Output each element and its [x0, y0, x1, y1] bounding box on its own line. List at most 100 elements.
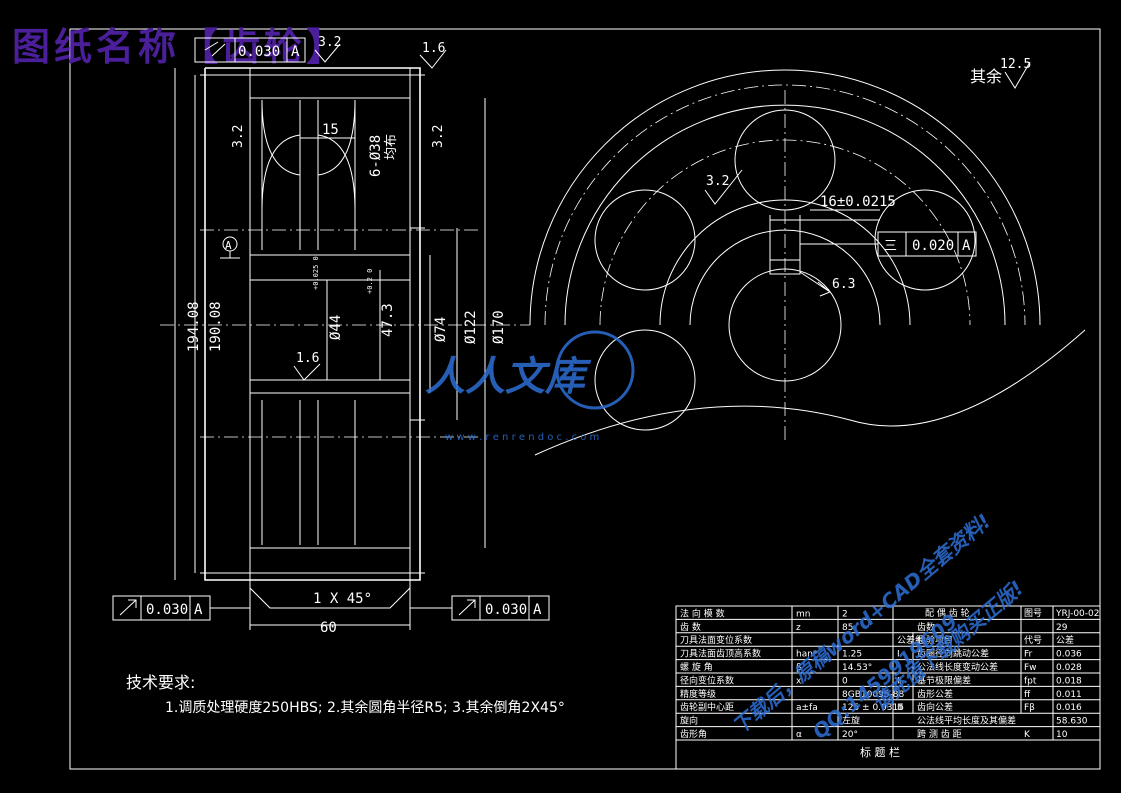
key-tol-symbol: 三 — [884, 239, 897, 254]
rough-top-2: 1.6 — [422, 41, 445, 56]
param-left-value: 0 — [842, 676, 848, 686]
key-rough: 6.3 — [832, 277, 855, 292]
param-right-code: Fr — [1024, 650, 1033, 660]
param-right-item: 齿形公差 — [917, 688, 953, 700]
hole-left — [594, 189, 696, 291]
break-line — [534, 329, 1086, 456]
param-right-code: 代号 — [1024, 635, 1042, 646]
param-right-code: Fβ — [1024, 703, 1035, 713]
tech-requirements: 技术要求: 1.调质处理硬度250HBS; 2.其余圆角半径R5; 3.其余倒角… — [126, 673, 565, 716]
param-right-code: Fw — [1024, 663, 1037, 673]
param-right-value: 0.036 — [1056, 650, 1082, 660]
rough-hole: 3.2 — [706, 174, 729, 189]
param-right-item: 公法线平均长度及其偏差 — [917, 715, 1016, 727]
side-view: 16±0.0215 三 0.020 A 3.2 6.3 其余 12.5 — [529, 57, 1086, 456]
tol-right-datum: A — [533, 602, 542, 618]
param-right-value: 0.018 — [1056, 676, 1082, 686]
param-left-value: 20° — [842, 730, 858, 740]
dim-holes: 6-Ø38 — [368, 135, 384, 177]
param-right-value: 58.630 — [1056, 717, 1088, 727]
front-section-view — [160, 67, 530, 630]
param-left-value: 14.53° — [842, 663, 872, 673]
dim-122: Ø122 — [463, 310, 479, 344]
param-right-item: 公法线长度变动公差 — [917, 661, 998, 673]
dim-holes-note: 均布 — [384, 134, 399, 160]
param-left-symbol: han* — [796, 650, 818, 660]
drawing-border — [69, 28, 1101, 770]
param-right-group: Ⅲ — [897, 703, 903, 713]
param-left-symbol: z — [796, 623, 801, 633]
param-right-item: 基节极限偏差 — [917, 674, 971, 686]
param-right-code: ff — [1024, 690, 1031, 700]
param-left-symbol: a±fa — [796, 703, 818, 713]
dim-190: 190.08 — [208, 301, 224, 352]
dim-chamfer: 1 X 45° — [313, 591, 372, 607]
param-right-group: Ⅱ — [897, 676, 901, 686]
param-right-item: 检验项目 — [917, 634, 953, 646]
param-left-value: 2 — [842, 609, 848, 619]
param-left-name: 精度等级 — [680, 688, 716, 700]
tol-left-datum: A — [194, 602, 203, 618]
dim-60: 60 — [320, 620, 337, 636]
hole-lower-left — [594, 329, 696, 431]
param-left-symbol: mn — [796, 609, 810, 619]
watermark-logo-icon — [555, 330, 635, 410]
dim-15: 15 — [322, 122, 339, 138]
param-right-item: 齿数 — [917, 621, 935, 633]
dim-bore-tol: +0.025 0 — [312, 256, 320, 290]
key-tol-datum: A — [962, 238, 971, 254]
param-left-symbol: x — [796, 676, 802, 686]
param-right-value: 公差 — [1056, 634, 1074, 646]
key-tol-value: 0.020 — [912, 238, 954, 254]
param-left-value: 125 ± 0.0315 — [842, 703, 904, 713]
rough-top-1: 3.2 — [318, 35, 341, 50]
rough-left: 3.2 — [231, 125, 246, 148]
watermark-url: w w w . r e n r e n d o c . c o m — [445, 432, 599, 443]
param-right-header-drawing-no: 图号 — [1024, 608, 1042, 619]
param-left-name: 齿形角 — [680, 728, 707, 740]
param-right-value: 0.028 — [1056, 663, 1082, 673]
param-left-value: 85 — [842, 623, 853, 633]
param-left-name: 螺 旋 角 — [680, 661, 713, 673]
param-left-name: 刀具法面变位系数 — [680, 634, 752, 646]
dim-194: 194.08 — [186, 301, 202, 352]
param-left-value: 1.25 — [842, 650, 862, 660]
param-right-group: 公差组 — [897, 634, 924, 646]
param-right-item: 齿圈径向跳动公差 — [917, 648, 989, 660]
param-right-value: 0.011 — [1056, 690, 1082, 700]
tol-top-datum: A — [291, 44, 300, 60]
param-left-name: 刀具法面齿顶高系数 — [680, 648, 761, 660]
param-right-code: fpt — [1024, 676, 1037, 686]
param-right-group: Ⅰ — [897, 650, 900, 660]
tol-right-value: 0.030 — [485, 602, 527, 618]
param-right-value: 10 — [1056, 730, 1068, 740]
tol-left-value: 0.030 — [146, 602, 188, 618]
param-left-symbol: α — [796, 730, 802, 740]
dim-keyway: 47.3 — [380, 303, 396, 337]
table-footer: 标 题 栏 — [860, 745, 900, 759]
datum-a-label: A — [225, 239, 232, 252]
rest-label: 其余 — [970, 67, 1002, 86]
param-left-name: 齿轮副中心距 — [680, 701, 734, 713]
front-view-labels: 0.030 A 3.2 1.6 3.2 3.2 1.6 A 15 6-Ø38 均… — [112, 35, 550, 636]
param-right-value: 29 — [1056, 623, 1068, 633]
param-left-name: 法 向 模 数 — [680, 607, 725, 619]
tech-line: 1.调质处理硬度250HBS; 2.其余圆角半径R5; 3.其余倒角2X45° — [165, 699, 565, 716]
param-left-name: 齿 数 — [680, 621, 701, 633]
dim-74: Ø74 — [433, 317, 449, 342]
rough-right: 3.2 — [431, 125, 446, 148]
key-dim: 16±0.0215 — [820, 194, 896, 210]
param-left-value: 8GB10095-88 — [842, 690, 904, 700]
dim-keyway-tol: +0.2 0 — [366, 269, 374, 294]
hole-right — [874, 189, 976, 291]
rough-bore: 1.6 — [296, 351, 319, 366]
param-right-value: 0.016 — [1056, 703, 1082, 713]
param-left-value: 左旋 — [842, 715, 860, 727]
param-left-symbol: β — [796, 663, 802, 673]
param-right-header: 配 偶 齿 轮 — [925, 607, 970, 619]
dim-170: Ø170 — [491, 310, 507, 344]
param-right-item: 齿向公差 — [917, 701, 953, 713]
